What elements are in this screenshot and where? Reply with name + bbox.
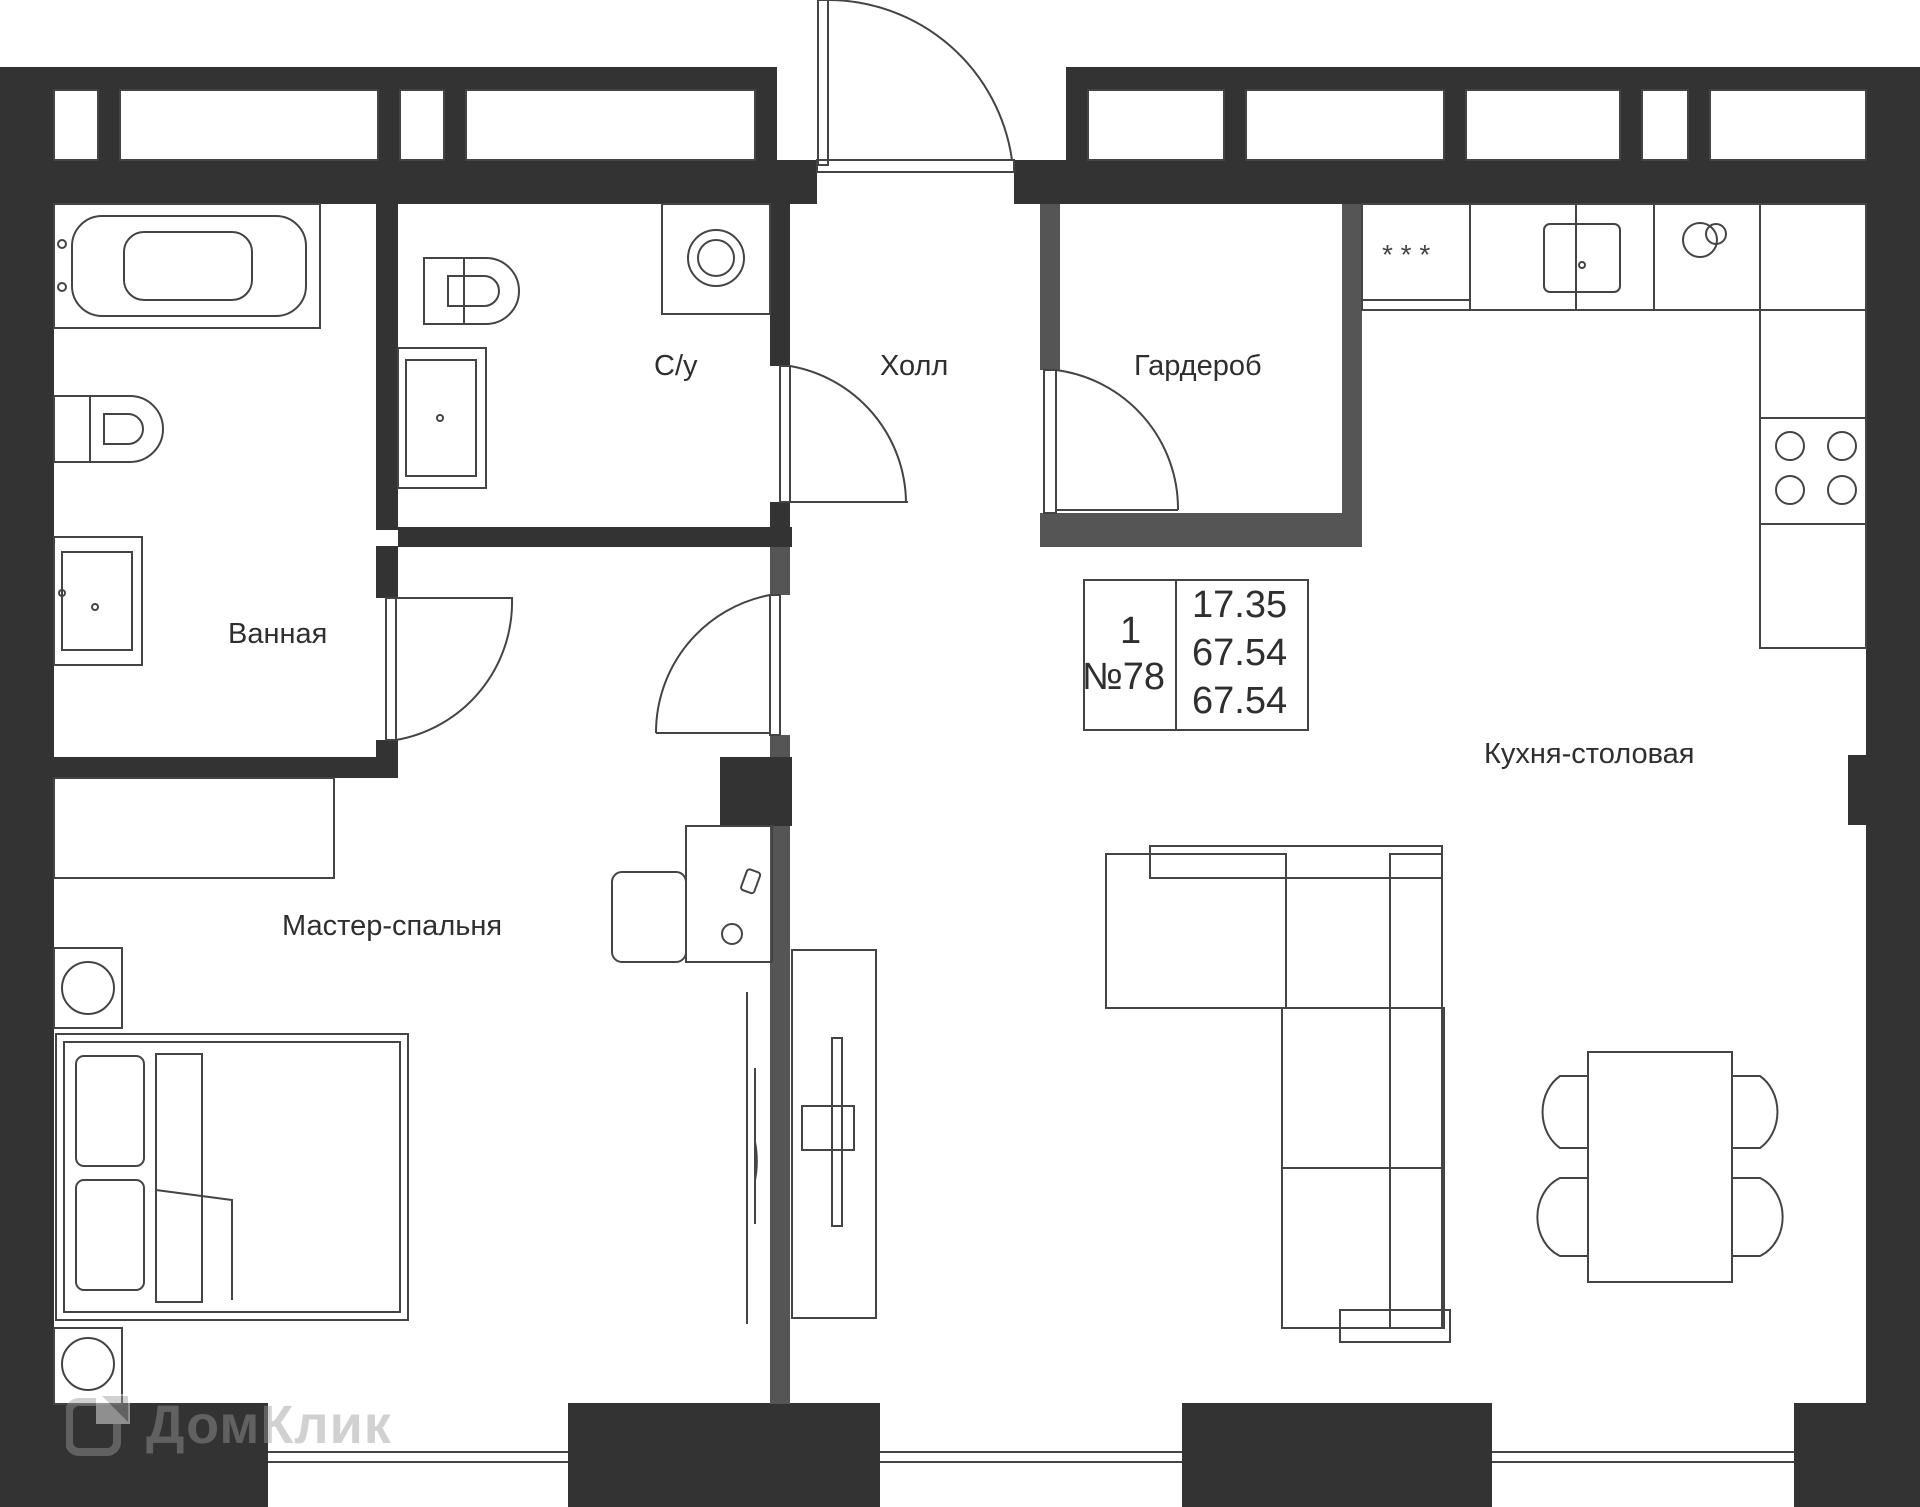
bathroom-fixtures <box>53 203 771 666</box>
bedroom-furniture <box>53 777 773 1405</box>
room-label-hall: Холл <box>880 350 949 382</box>
kitchen-area: 17.35 <box>1192 584 1288 626</box>
room-label-kitchen: Кухня-столовая <box>1484 738 1695 770</box>
watermark: ДомКлик <box>66 1392 392 1458</box>
room-label-bedroom: Мастер-спальня <box>282 910 503 942</box>
living-furniture <box>791 845 1784 1343</box>
watermark-text: ДомКлик <box>146 1395 392 1455</box>
rooms-count: 1 <box>1120 610 1142 652</box>
living-area: 67.54 <box>1192 632 1288 674</box>
domclick-logo-icon <box>66 1394 130 1456</box>
apartment-number: №78 <box>1082 656 1166 698</box>
windows <box>53 89 1867 1463</box>
kitchen-fixtures: * * * <box>1361 203 1867 649</box>
room-label-wardrobe: Гардероб <box>1134 350 1262 382</box>
exterior-walls <box>0 67 1920 1507</box>
room-label-wc: С/у <box>654 350 698 382</box>
doors <box>385 0 1180 741</box>
svg-text:* * *: * * * <box>1382 239 1430 270</box>
interior-partitions <box>770 204 1362 1404</box>
info-box <box>1083 579 1309 731</box>
room-label-bathroom: Ванная <box>228 618 328 650</box>
total-area: 67.54 <box>1192 680 1288 722</box>
